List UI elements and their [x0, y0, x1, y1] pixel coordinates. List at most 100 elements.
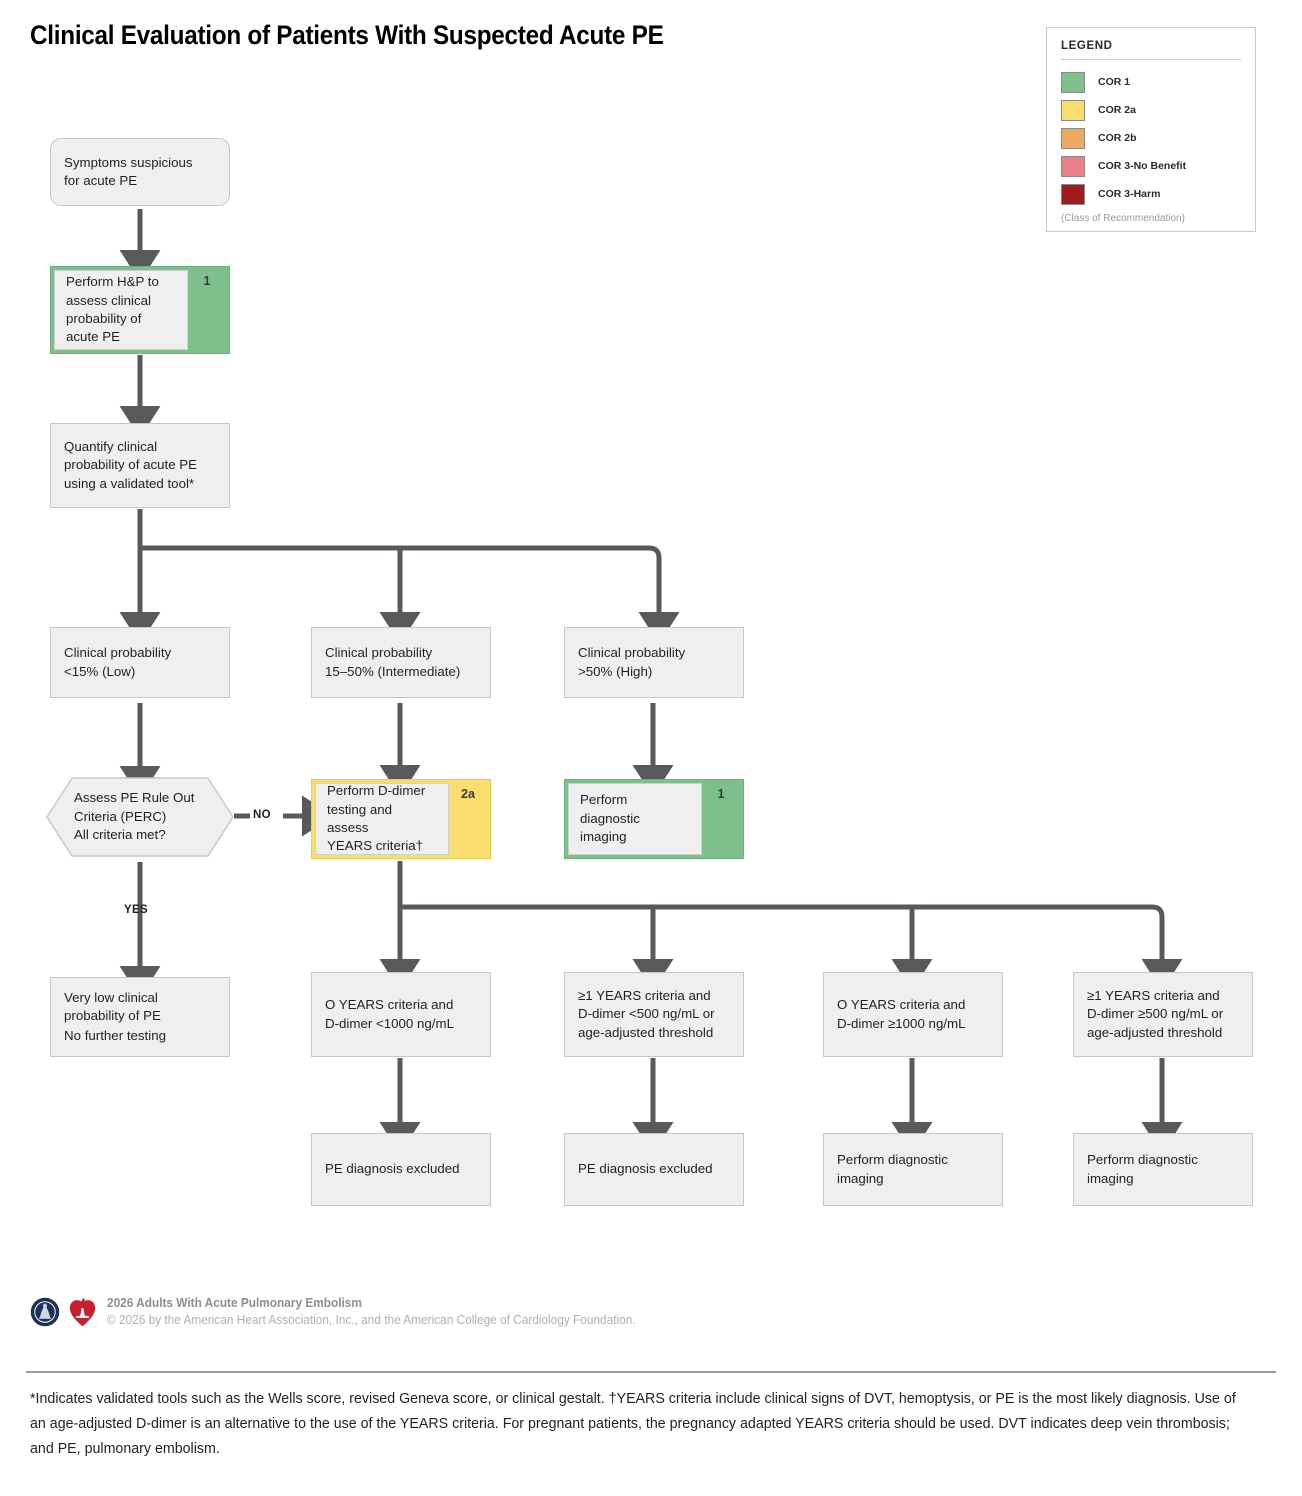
node-line: age-adjusted threshold	[1087, 1024, 1223, 1040]
hexagon-shape	[46, 777, 234, 857]
node-line: assess clinical	[66, 292, 151, 308]
node-line: Assess PE Rule Out	[74, 790, 195, 806]
node-line: Perform diagnostic	[1087, 1152, 1198, 1168]
node-line: Clinical probability	[578, 645, 686, 661]
legend-swatch-cor3-no-benefit	[1061, 155, 1085, 177]
node-probability-low[interactable]: Clinical probability <15% (Low)	[50, 627, 230, 698]
node-perform-ddimer-body: Perform D-dimer testing and assess YEARS…	[315, 783, 449, 855]
node-line: O YEARS criteria and	[325, 997, 454, 1013]
node-line: <15% (Low)	[64, 663, 136, 679]
node-line: Criteria (PERC)	[74, 808, 167, 824]
edge-label-no: NO	[253, 809, 271, 821]
node-line: Perform H&P to	[66, 274, 159, 290]
legend-item-cor2b: COR 2b	[1061, 124, 1241, 152]
node-line: testing and assess	[327, 801, 393, 835]
legend-item-cor3-harm: COR 3-Harm	[1061, 180, 1241, 208]
node-line: imaging	[837, 1170, 884, 1186]
cor-band-2a: 2a	[449, 783, 487, 855]
node-line: All criteria met?	[74, 827, 166, 843]
footnote-text: *Indicates validated tools such as the W…	[30, 1391, 1236, 1458]
node-line: probability of	[66, 311, 142, 326]
node-line: Clinical probability	[64, 645, 172, 661]
legend-item-cor3-no-benefit: COR 3-No Benefit	[1061, 152, 1241, 180]
node-perform-hp[interactable]: Perform H&P to assess clinical probabili…	[50, 266, 230, 354]
node-line: ≥1 YEARS criteria and	[1087, 987, 1220, 1003]
node-line: imaging	[580, 829, 627, 845]
node-probability-intermediate[interactable]: Clinical probability 15–50% (Intermediat…	[311, 627, 491, 698]
node-result-one-plus-years-under-500[interactable]: ≥1 YEARS criteria and D-dimer <500 ng/mL…	[564, 972, 744, 1057]
node-line: PE diagnosis excluded	[325, 1161, 460, 1177]
legend-swatch-cor2a	[1061, 99, 1085, 121]
legend-footnote: (Class of Recommendation)	[1061, 213, 1185, 224]
footer-copyright: © 2026 by the American Heart Association…	[107, 1313, 636, 1327]
node-line: Perform D-dimer	[327, 783, 426, 799]
node-line: D-dimer ≥1000 ng/mL	[837, 1015, 966, 1031]
legend-swatch-cor2b	[1061, 127, 1085, 149]
node-line: probability of acute PE	[64, 457, 198, 473]
node-line: Clinical probability	[325, 645, 433, 661]
node-line: using a validated tool*	[64, 475, 195, 491]
node-line: D-dimer ≥500 ng/mL or	[1087, 1006, 1224, 1022]
legend-item-cor2a: COR 2a	[1061, 96, 1241, 124]
node-perc-text: Assess PE Rule Out Criteria (PERC) All c…	[46, 777, 234, 857]
node-line: D-dimer <1000 ng/mL	[325, 1015, 454, 1031]
node-line: age-adjusted threshold	[578, 1024, 714, 1040]
node-outcome-imaging-1[interactable]: Perform diagnostic imaging	[823, 1133, 1003, 1206]
cor-band-1: 1	[188, 270, 226, 350]
footer-text: 2026 Adults With Acute Pulmonary Embolis…	[107, 1296, 669, 1327]
legend-label-cor2a: COR 2a	[1098, 104, 1136, 116]
node-line: PE diagnosis excluded	[578, 1161, 713, 1177]
node-perc-decision[interactable]: Assess PE Rule Out Criteria (PERC) All c…	[46, 777, 234, 857]
node-result-zero-years-over-1000[interactable]: O YEARS criteria and D-dimer ≥1000 ng/mL	[823, 972, 1003, 1057]
node-line: No further testing	[64, 1027, 166, 1043]
node-imaging-high-probability-body: Perform diagnostic imaging	[568, 783, 702, 855]
node-result-one-plus-years-over-500[interactable]: ≥1 YEARS criteria and D-dimer ≥500 ng/mL…	[1073, 972, 1253, 1057]
edge-label-yes: YES	[124, 904, 148, 916]
legend-label-cor3-harm: COR 3-Harm	[1098, 188, 1161, 200]
legend-swatch-cor3-harm	[1061, 183, 1085, 205]
node-perform-hp-body: Perform H&P to assess clinical probabili…	[54, 270, 188, 350]
node-line: probability of PE	[64, 1008, 161, 1024]
node-quantify-probability[interactable]: Quantify clinical probability of acute P…	[50, 423, 230, 508]
legend-item-cor1: COR 1	[1061, 68, 1241, 96]
node-line: 15–50% (Intermediate)	[325, 663, 461, 679]
node-line: for acute PE	[64, 173, 138, 188]
cor-number: 1	[717, 787, 725, 801]
legend-panel: LEGEND COR 1 COR 2a COR 2b COR 3-No Bene…	[1046, 27, 1256, 232]
cor-number: 2a	[461, 787, 475, 801]
node-result-zero-years-under-1000[interactable]: O YEARS criteria and D-dimer <1000 ng/mL	[311, 972, 491, 1057]
cor-band-1b: 1	[702, 783, 740, 855]
acc-seal-icon	[30, 1297, 60, 1326]
legend-heading: LEGEND	[1061, 40, 1113, 52]
node-line: D-dimer <500 ng/mL or	[578, 1006, 715, 1022]
legend-divider	[1061, 59, 1241, 60]
footer-attribution: 2026 Adults With Acute Pulmonary Embolis…	[30, 1296, 669, 1327]
footnote-divider	[26, 1371, 1276, 1373]
node-line: Perform diagnostic	[837, 1152, 948, 1168]
node-line: Very low clinical	[64, 990, 158, 1005]
aha-heart-torch-icon	[69, 1297, 96, 1326]
node-symptoms-suspicious[interactable]: Symptoms suspicious for acute PE	[50, 138, 230, 206]
node-line: Quantify clinical	[64, 438, 158, 454]
node-perform-ddimer[interactable]: Perform D-dimer testing and assess YEARS…	[311, 779, 491, 859]
node-line: O YEARS criteria and	[837, 997, 966, 1013]
node-outcome-excluded-2[interactable]: PE diagnosis excluded	[564, 1133, 744, 1206]
node-imaging-high-probability[interactable]: Perform diagnostic imaging 1	[564, 779, 744, 859]
cor-number: 1	[203, 274, 211, 288]
node-line: acute PE	[66, 329, 120, 345]
page-title: Clinical Evaluation of Patients With Sus…	[30, 20, 664, 50]
node-line: YEARS criteria†	[327, 838, 424, 854]
legend-label-cor1: COR 1	[1098, 76, 1131, 88]
node-outcome-imaging-2[interactable]: Perform diagnostic imaging	[1073, 1133, 1253, 1206]
node-probability-high[interactable]: Clinical probability >50% (High)	[564, 627, 744, 698]
node-very-low-probability[interactable]: Very low clinical probability of PE No f…	[50, 977, 230, 1057]
legend-swatch-cor1	[1061, 71, 1085, 93]
footer-title: 2026 Adults With Acute Pulmonary Embolis…	[107, 1296, 362, 1310]
node-outcome-excluded-1[interactable]: PE diagnosis excluded	[311, 1133, 491, 1206]
node-line: ≥1 YEARS criteria and	[578, 987, 711, 1003]
legend-label-cor2b: COR 2b	[1098, 132, 1137, 144]
node-line: imaging	[1087, 1170, 1134, 1186]
node-line: Symptoms suspicious	[64, 154, 193, 170]
node-line: >50% (High)	[578, 663, 653, 679]
